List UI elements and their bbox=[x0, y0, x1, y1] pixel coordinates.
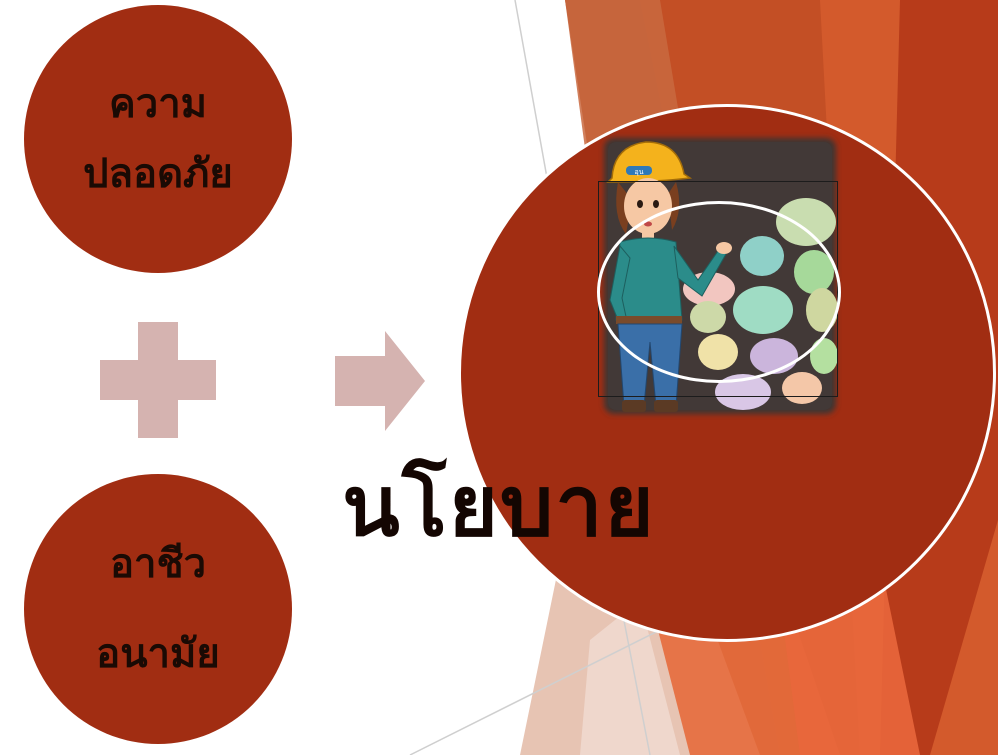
health-label-line1: อาชีว bbox=[109, 540, 207, 587]
idea-bubbles bbox=[683, 198, 838, 410]
health-label-line2: อนามัย bbox=[96, 630, 220, 677]
engineer-figure: อุน bbox=[606, 141, 732, 412]
plus-icon bbox=[100, 322, 216, 438]
hardhat-label: อุน bbox=[635, 168, 644, 176]
occupational-health-bubble: อาชีว อนามัย bbox=[24, 474, 292, 744]
safety-bubble: ความ ปลอดภัย bbox=[24, 5, 292, 273]
engineer-illustration: อุน bbox=[604, 138, 838, 414]
arrow-right-icon bbox=[335, 331, 425, 431]
safety-label-line2: ปลอดภัย bbox=[83, 150, 233, 197]
policy-title: นโยบาย bbox=[342, 456, 656, 555]
safety-label-line1: ความ bbox=[108, 80, 208, 127]
illustration-frame bbox=[598, 181, 838, 397]
